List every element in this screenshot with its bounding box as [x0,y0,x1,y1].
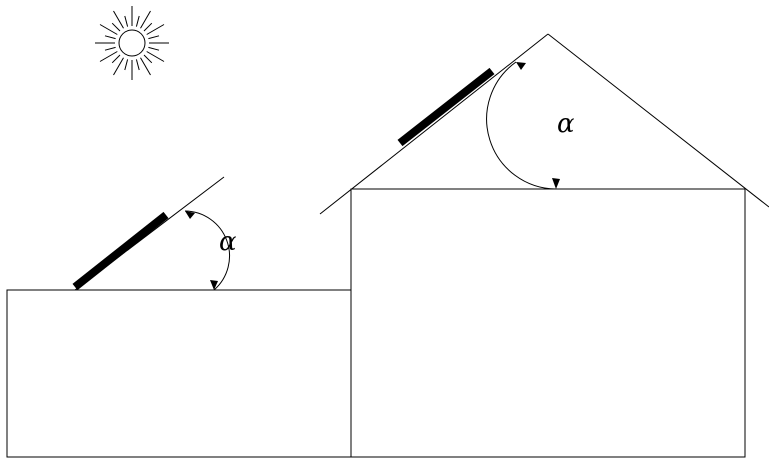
left-building [6,289,352,458]
sun-ray [124,15,129,27]
sun-ray [140,57,151,76]
sun-ray [140,10,151,29]
sun-ray [146,51,165,62]
sun-rays [95,6,169,80]
sun-ray [143,54,153,64]
left-solar-panel [72,211,169,291]
right-arc-arrow-top [516,62,526,70]
sun-ray [113,57,124,76]
left-arc-arrow-bottom [210,280,218,290]
sun-icon [95,6,169,80]
sun-ray [148,35,160,40]
left-angle-label: α [219,227,237,257]
roof-right-slope [547,33,769,208]
sun-disc [118,29,146,57]
sun-ray [99,51,118,62]
roof-left-slope [319,33,549,215]
right-angle-label: α [557,109,575,139]
sun-ray [146,24,165,35]
sun-ray [111,22,121,32]
sun-ray [113,10,124,29]
sun-ray [135,59,140,71]
sun-ray [111,54,121,64]
sun-ray [148,46,160,51]
right-building [350,188,746,458]
sun-ray [99,24,118,35]
sun-ray [124,59,129,71]
right-angle-arc [486,61,557,190]
right-arc-arrow-bottom [552,178,560,189]
left-arc-arrow-top [185,211,195,219]
sun-ray [104,46,116,51]
sun-ray [143,22,153,32]
sun-ray [135,15,140,27]
right-solar-panel [397,67,495,147]
left-angle-arc [184,210,231,291]
sun-ray [104,35,116,40]
